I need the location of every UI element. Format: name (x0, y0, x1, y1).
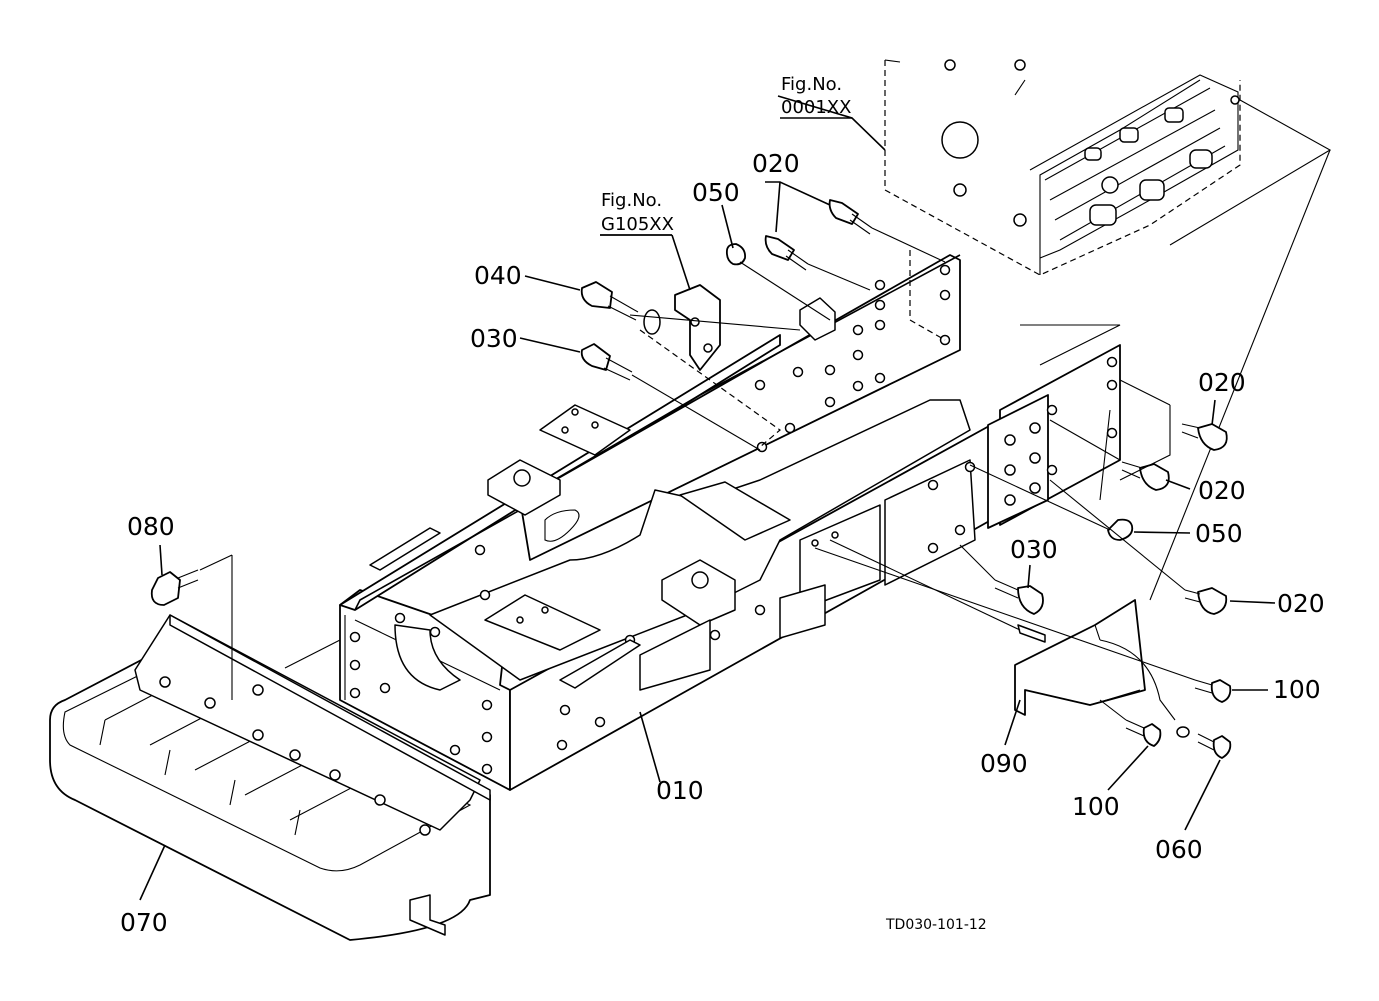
bolt-100-a (1194, 679, 1232, 703)
rear-plate (987, 324, 1121, 529)
bolt-040 (580, 281, 661, 335)
leader-lines (139, 95, 1276, 901)
callout-100-a: 100 (1273, 675, 1321, 704)
bolts (150, 199, 1232, 759)
bolt-020-c (1181, 423, 1228, 451)
callout-020-c: 020 (1198, 368, 1246, 397)
fig-ref-title: Fig.No. (601, 190, 662, 211)
callout-050-b: 050 (1195, 519, 1243, 548)
bolt-100-b (1125, 719, 1162, 747)
bracket-090 (1014, 149, 1331, 721)
figure-ref-g105xx: Fig.No. G105XX (601, 190, 674, 235)
figure-ref-0001xx: Fig.No. 0001XX (781, 74, 851, 118)
callout-070: 070 (120, 908, 168, 937)
nut-050-a (725, 243, 746, 266)
callout-020-d: 020 (1198, 476, 1246, 505)
callout-050-a: 050 (692, 178, 740, 207)
bolt-020-e (1184, 587, 1228, 615)
callout-030-b: 030 (1010, 535, 1058, 564)
callout-020-a: 020 (752, 149, 800, 178)
step-070 (49, 555, 491, 941)
callout-010: 010 (656, 776, 704, 805)
bracket-g105xx (674, 284, 836, 371)
engine-block (884, 59, 1332, 276)
callout-090: 090 (980, 749, 1028, 778)
callout-040: 040 (474, 261, 522, 290)
fig-ref-title: Fig.No. (781, 74, 842, 95)
frame-010 (339, 254, 1001, 791)
bolt-080 (150, 569, 199, 606)
figure-code: TD030-101-12 (885, 917, 987, 933)
bolt-060 (1176, 726, 1232, 759)
callout-100-b: 100 (1072, 792, 1120, 821)
nut-050-b (1107, 518, 1134, 541)
callout-080: 080 (127, 512, 175, 541)
bolt-030-b (994, 579, 1044, 615)
bolt-020-a (828, 199, 873, 235)
callout-060: 060 (1155, 835, 1203, 864)
bolt-030-a (580, 343, 633, 381)
callout-030-a: 030 (470, 324, 518, 353)
fig-ref-number: 0001XX (781, 97, 851, 118)
bolt-020-b (764, 235, 809, 271)
fig-ref-number: G105XX (601, 214, 674, 235)
callout-020-e: 020 (1277, 589, 1325, 618)
bolt-020-d (1121, 461, 1170, 491)
